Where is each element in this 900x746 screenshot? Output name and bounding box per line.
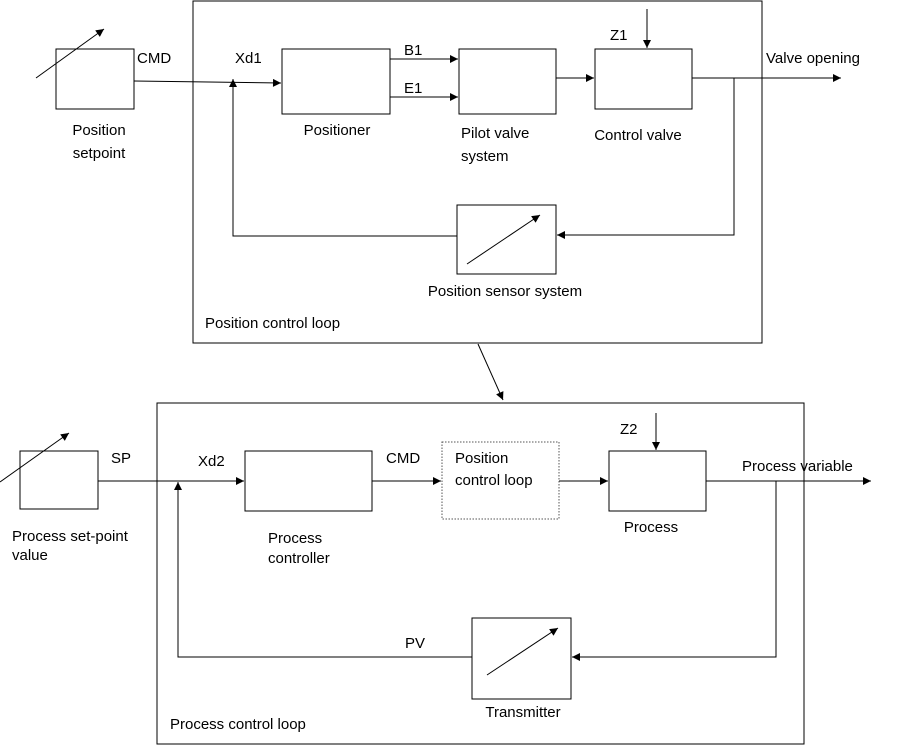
position-loop-caption: Position control loop (205, 315, 340, 332)
nested-position-loop-label-1: Position (455, 450, 508, 467)
pilot-valve-block (458, 48, 557, 115)
nested-position-loop-label-2: control loop (455, 472, 533, 489)
transmitter-label: Transmitter (485, 704, 560, 721)
signal-xd2: Xd2 (198, 453, 225, 470)
process-label: Process (624, 519, 678, 536)
process-setpoint-block (0, 432, 99, 510)
process-controller-label-1: Process (268, 530, 322, 547)
signal-cmd-bottom: CMD (386, 450, 420, 467)
signal-cmd-top: CMD (137, 50, 171, 67)
process-controller-label-2: controller (268, 550, 330, 567)
transmitter-arrow-icon (486, 627, 559, 676)
pilot-valve-label-1: Pilot valve (461, 125, 529, 142)
pilot-valve-label-2: system (461, 148, 509, 165)
signal-sp: SP (111, 450, 131, 467)
signal-xd1: Xd1 (235, 50, 262, 67)
position-setpoint-label-2: setpoint (73, 145, 126, 162)
process-controller-block (244, 450, 373, 512)
process-block (608, 450, 707, 512)
adjustable-arrow-icon (35, 28, 105, 79)
nested-position-loop-block (441, 441, 560, 520)
process-control-loop-frame (156, 402, 805, 745)
control-valve-block (594, 48, 693, 110)
position-sensor-block (456, 204, 557, 275)
positioner-label: Positioner (304, 122, 371, 139)
position-control-loop-frame (192, 0, 763, 344)
sensor-arrow-icon (466, 214, 541, 265)
position-setpoint-block (35, 28, 135, 110)
positioner-block (281, 48, 391, 115)
process-setpoint-label-1: Process set-point (12, 528, 129, 545)
signal-valve-opening: Valve opening (766, 50, 860, 67)
signal-pv: PV (405, 635, 425, 652)
signal-e1: E1 (404, 80, 422, 97)
position-loop-wires (133, 9, 841, 239)
control-valve-label: Control valve (594, 127, 682, 144)
process-loop-caption: Process control loop (170, 716, 306, 733)
loop-link-arrow (477, 343, 504, 401)
process-loop-wires (98, 413, 871, 661)
adjustable-arrow-icon (0, 432, 70, 483)
signal-z1: Z1 (610, 27, 628, 44)
signal-process-variable: Process variable (742, 458, 853, 475)
process-setpoint-label-2: value (12, 547, 48, 564)
signal-z2: Z2 (620, 421, 638, 438)
position-setpoint-label-1: Position (72, 122, 125, 139)
signal-b1: B1 (404, 42, 422, 59)
position-sensor-label: Position sensor system (428, 283, 582, 300)
transmitter-block (471, 617, 572, 700)
